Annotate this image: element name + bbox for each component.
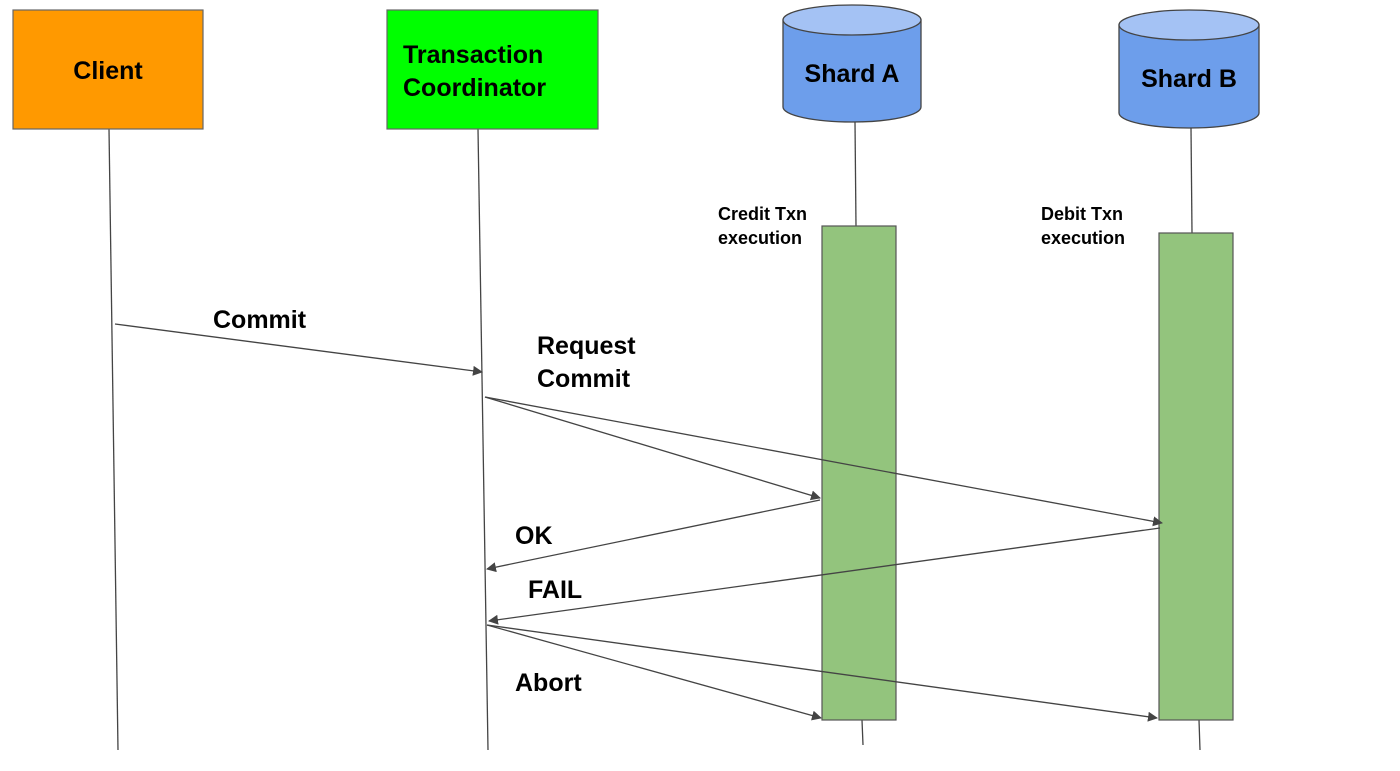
- coordinator-label-line2: Coordinator: [403, 74, 546, 102]
- credit-txn-label-line1: Credit Txn: [718, 204, 807, 224]
- client-lifeline: [108, 128, 119, 751]
- shard-a-database: Shard A: [782, 4, 922, 123]
- fail-arrow: [488, 527, 1161, 625]
- shard-b-lifeline-top: [1190, 127, 1193, 234]
- coordinator-lifeline: [477, 128, 489, 751]
- shard-b-label: Shard B: [1141, 65, 1237, 93]
- coordinator-label-line1: Transaction: [403, 41, 543, 69]
- commit-arrow: [114, 323, 483, 376]
- request-commit-label-line2: Commit: [537, 365, 631, 393]
- credit-txn-label-line2: execution: [718, 228, 802, 248]
- debit-txn-label-line2: execution: [1041, 228, 1125, 248]
- request-commit-to-shard-b-arrow: [484, 396, 1163, 527]
- abort-to-shard-a-arrow: [486, 624, 822, 721]
- shard-a-label: Shard A: [805, 60, 900, 88]
- coordinator-participant: Transaction Coordinator: [386, 9, 599, 130]
- request-commit-label-line1: Request: [537, 332, 636, 360]
- shard-b-activation-bar: [1158, 232, 1234, 721]
- shard-a-lifeline-top: [854, 121, 857, 227]
- request-commit-to-shard-a-arrow: [484, 396, 821, 501]
- shard-a-lifeline-bottom: [861, 719, 864, 746]
- fail-label: FAIL: [528, 576, 582, 604]
- shard-b-lifeline-bottom: [1198, 719, 1201, 751]
- ok-label: OK: [515, 522, 553, 550]
- shard-b-database: Shard B: [1118, 9, 1260, 129]
- client-label: Client: [73, 57, 143, 85]
- abort-to-shard-b-arrow: [486, 624, 1158, 722]
- shard-a-activation-bar: [821, 225, 897, 721]
- abort-label: Abort: [515, 669, 582, 697]
- commit-label: Commit: [213, 306, 307, 334]
- ok-arrow: [486, 499, 821, 573]
- debit-txn-label-line1: Debit Txn: [1041, 204, 1123, 224]
- client-participant: Client: [12, 9, 204, 130]
